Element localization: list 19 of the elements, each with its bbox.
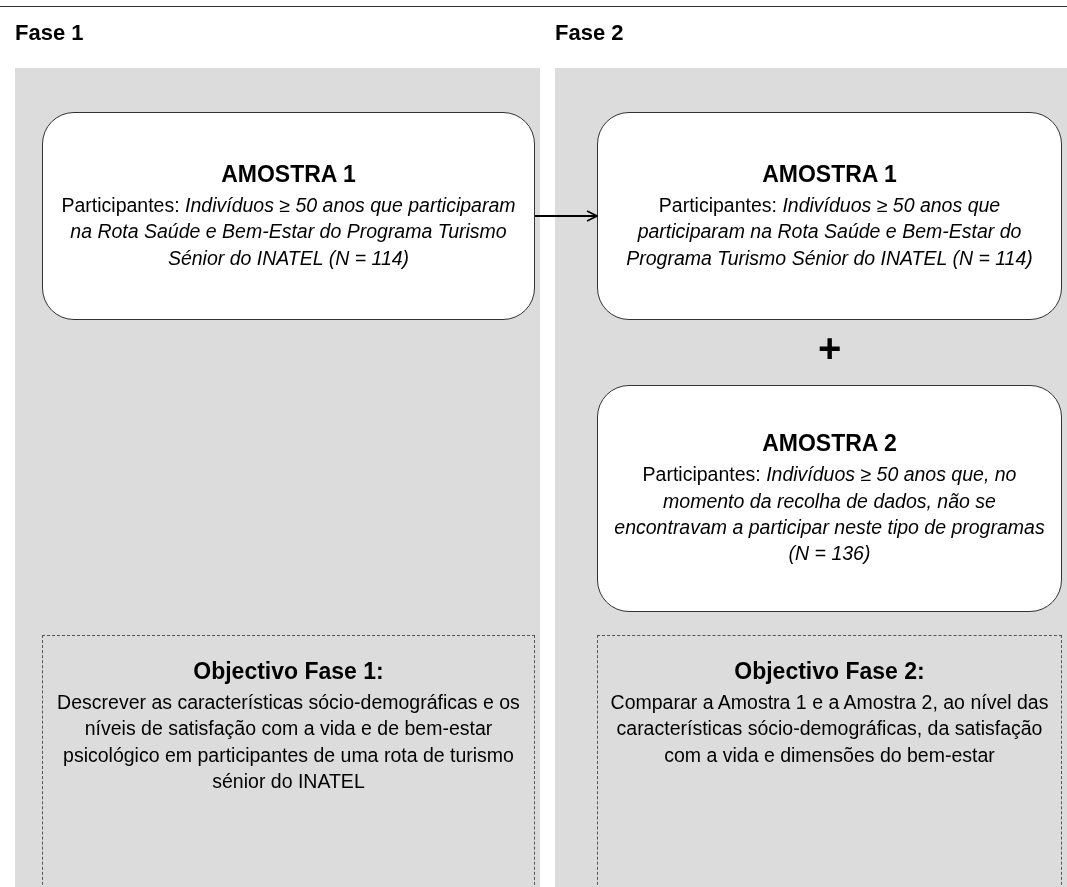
objective-box xyxy=(597,635,1062,887)
arrow xyxy=(534,210,598,222)
box-text: Participantes: Indivíduos ≥ 50 anos que, no momento da recolha de dados, não se encontravam a participar neste tipo de programas (N = 136) xyxy=(613,462,1046,567)
sample-box xyxy=(597,112,1062,320)
objective-box xyxy=(42,635,535,887)
box-text: Participantes: Indivíduos ≥ 50 anos que participaram na Rota Saúde e Bem-Estar do Programa Turismo Sénior do INATEL (N = 114) xyxy=(60,193,517,271)
phase-heading: Fase 1 xyxy=(15,20,84,46)
box-heading: AMOSTRA 2 xyxy=(762,430,897,458)
box-heading: Objectivo Fase 1: xyxy=(193,658,384,685)
phase-heading: Fase 2 xyxy=(555,20,624,46)
box-heading: Objectivo Fase 2: xyxy=(734,658,925,685)
box-text: Comparar a Amostra 1 e a Amostra 2, ao nível das características sócio-demográficas, da satisfação com a vida e dimensões do bem-estar xyxy=(610,690,1049,768)
box-text: Participantes: Indivíduos ≥ 50 anos que participaram na Rota Saúde e Bem-Estar do Programa Turismo Sénior do INATEL (N = 114) xyxy=(625,193,1034,271)
sample-box xyxy=(42,112,535,320)
plus-sign: + xyxy=(818,328,842,368)
box-heading: AMOSTRA 1 xyxy=(762,161,897,189)
box-text: Descrever as características sócio-demográficas e os níveis de satisfação com a vida e de bem-estar psicológico em participantes de uma rota de turismo sénior do INATEL xyxy=(56,690,521,794)
box-heading: AMOSTRA 1 xyxy=(221,161,356,189)
sample-box xyxy=(597,385,1062,612)
